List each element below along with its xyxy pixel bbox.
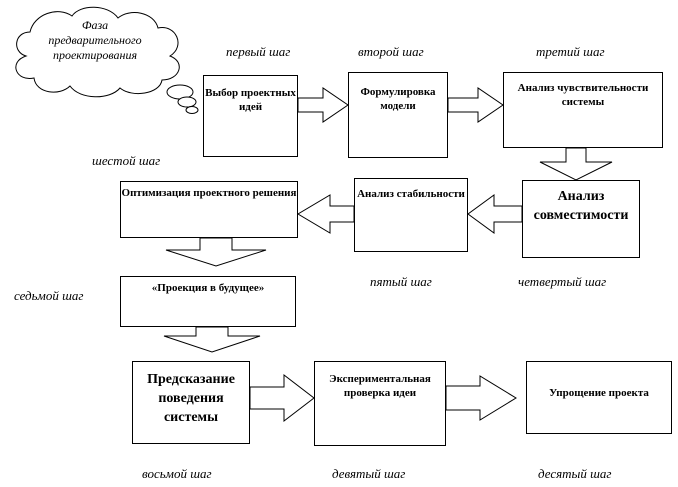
box-step-1: Выбор проектных идей xyxy=(203,75,298,157)
step-label-7: седьмой шаг xyxy=(14,288,84,303)
box-step-9: Экспериментальная проверка идеи xyxy=(314,361,446,446)
arrow-2-3 xyxy=(447,87,504,123)
box-step-8: Предсказание поведения системы xyxy=(132,361,250,444)
box-step-10: Упрощение проекта xyxy=(526,361,672,434)
cloud-text: Фаза предварительного проектирования xyxy=(48,18,142,62)
arrow-5-6 xyxy=(297,194,355,234)
step-label-9: девятый шаг xyxy=(332,466,406,481)
arrow-1-2 xyxy=(297,87,349,123)
step-label-3: третий шаг xyxy=(536,44,605,59)
arrow-9-10 xyxy=(445,375,517,421)
arrow-4-5 xyxy=(467,194,523,234)
box-step-4: Анализ совместимости xyxy=(522,180,640,258)
step-label-1: первый шаг xyxy=(226,44,291,59)
arrow-6-7 xyxy=(165,237,267,267)
box-step-6: Оптимизация проектного решения xyxy=(120,181,298,238)
step-label-4: четвертый шаг xyxy=(518,274,607,289)
arrow-3-4 xyxy=(539,147,613,181)
step-label-5: пятый шаг xyxy=(370,274,432,289)
arrow-7-8 xyxy=(163,326,261,353)
box-step-5: Анализ стабильности xyxy=(354,178,468,252)
box-step-7: «Проекция в будущее» xyxy=(120,276,296,327)
step-label-2: второй шаг xyxy=(358,44,424,59)
step-label-10: десятый шаг xyxy=(538,466,612,481)
arrow-8-9 xyxy=(249,373,315,423)
thought-cloud xyxy=(15,6,199,114)
step-label-8: восьмой шаг xyxy=(142,466,212,481)
box-step-2: Формулировка модели xyxy=(348,72,448,158)
box-step-3: Анализ чувствительности системы xyxy=(503,72,663,148)
step-label-6: шестой шаг xyxy=(92,153,161,168)
